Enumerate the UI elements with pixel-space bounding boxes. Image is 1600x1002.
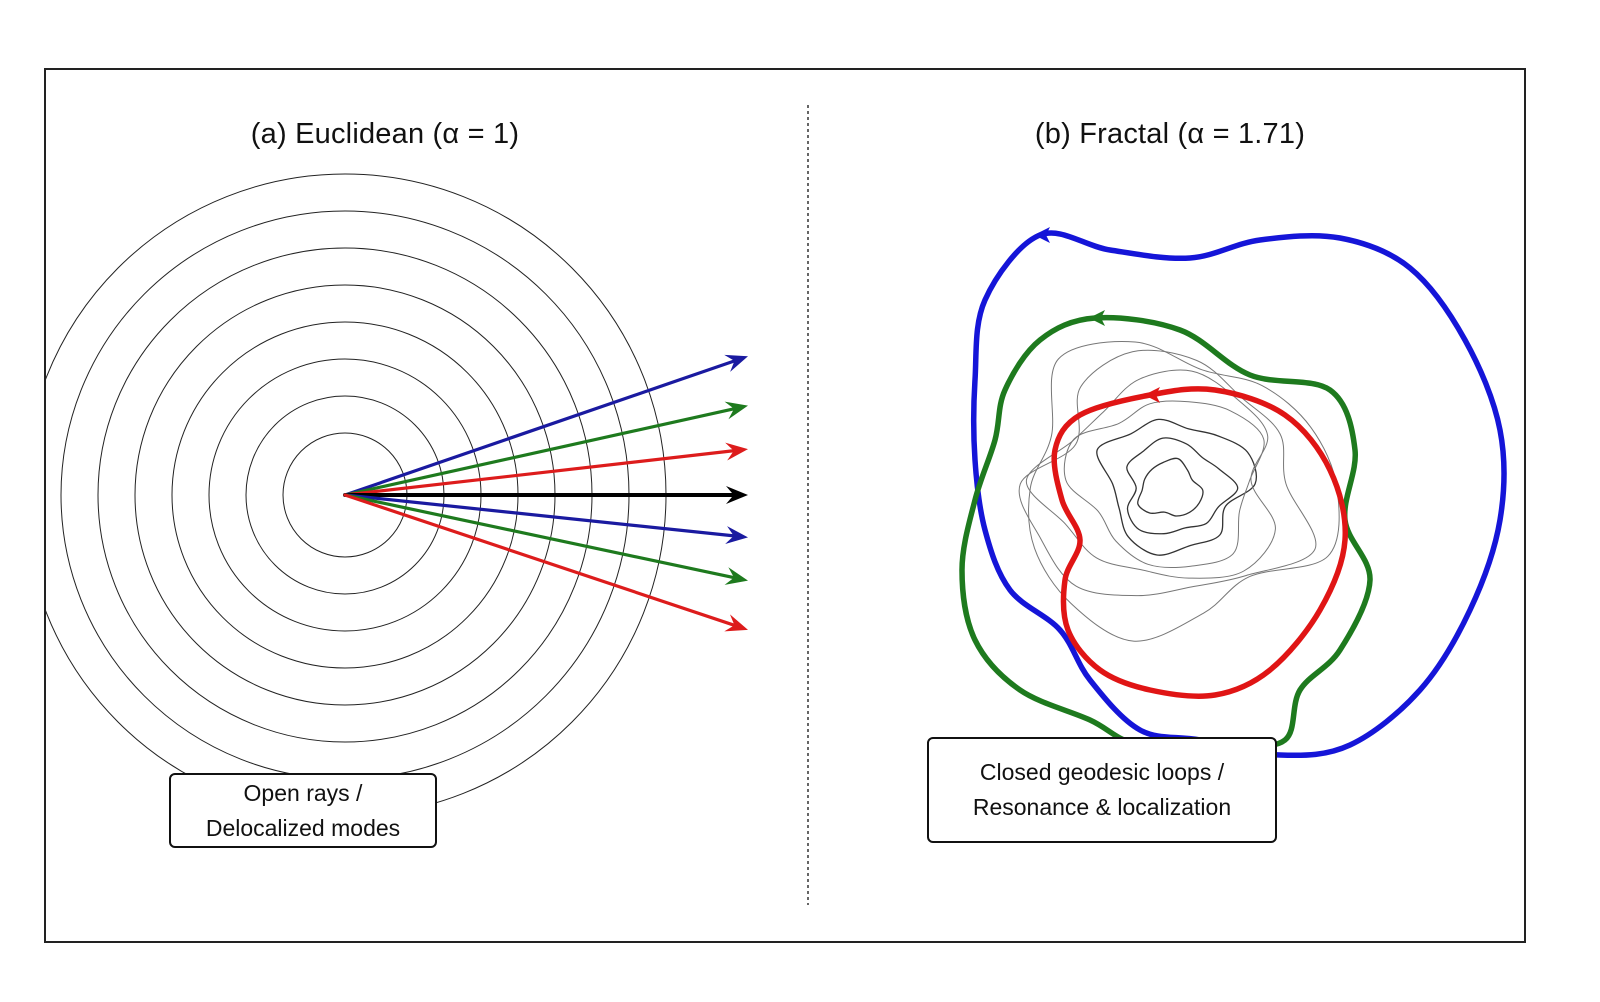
panel-b-title: (b) Fractal (α = 1.71) xyxy=(1034,118,1306,150)
ray xyxy=(343,442,748,497)
panel-a-title: (a) Euclidean (α = 1) xyxy=(250,118,520,150)
loop-arrowhead xyxy=(1144,387,1160,403)
ray xyxy=(343,354,748,497)
outer-frame xyxy=(44,68,1526,943)
fractal-contours xyxy=(1018,341,1340,642)
fractal-contour xyxy=(1025,369,1276,579)
green-loop xyxy=(959,310,1373,750)
panel-b-callout: Closed geodesic loops / Resonance & loca… xyxy=(927,737,1277,843)
arrowhead xyxy=(726,486,748,504)
fractal-contour xyxy=(1096,418,1258,556)
fractal-contour xyxy=(1028,341,1340,642)
blue-loop xyxy=(970,227,1507,759)
ray xyxy=(343,486,748,504)
fractal-contour xyxy=(1137,457,1204,517)
arrowhead xyxy=(724,567,748,585)
panel-b-callout-line1: Closed geodesic loops / xyxy=(979,759,1225,785)
panel-a-callout: Open rays / Delocalized modes xyxy=(169,773,437,848)
fractal-contour xyxy=(1126,437,1239,535)
ray xyxy=(343,493,748,632)
loop-arrowhead xyxy=(1034,227,1050,243)
fractal-contour xyxy=(1063,400,1265,568)
ray xyxy=(343,493,748,585)
arrowhead xyxy=(724,614,748,632)
geodesic-loops xyxy=(959,227,1507,759)
ray xyxy=(343,493,748,545)
arrowhead xyxy=(725,526,748,545)
ray-fan xyxy=(343,354,748,632)
red-loop xyxy=(1051,386,1349,699)
ray xyxy=(343,401,748,497)
panel-b-callout-line2: Resonance & localization xyxy=(972,794,1232,820)
arrowhead xyxy=(725,442,748,461)
loop-arrowhead xyxy=(1089,310,1105,326)
panel-a-callout-line1: Open rays / xyxy=(243,779,363,806)
panel-a-callout-line2: Delocalized modes xyxy=(205,814,401,841)
arrowhead xyxy=(724,354,748,372)
arrowhead xyxy=(724,401,748,420)
fractal-contour xyxy=(1018,349,1317,597)
